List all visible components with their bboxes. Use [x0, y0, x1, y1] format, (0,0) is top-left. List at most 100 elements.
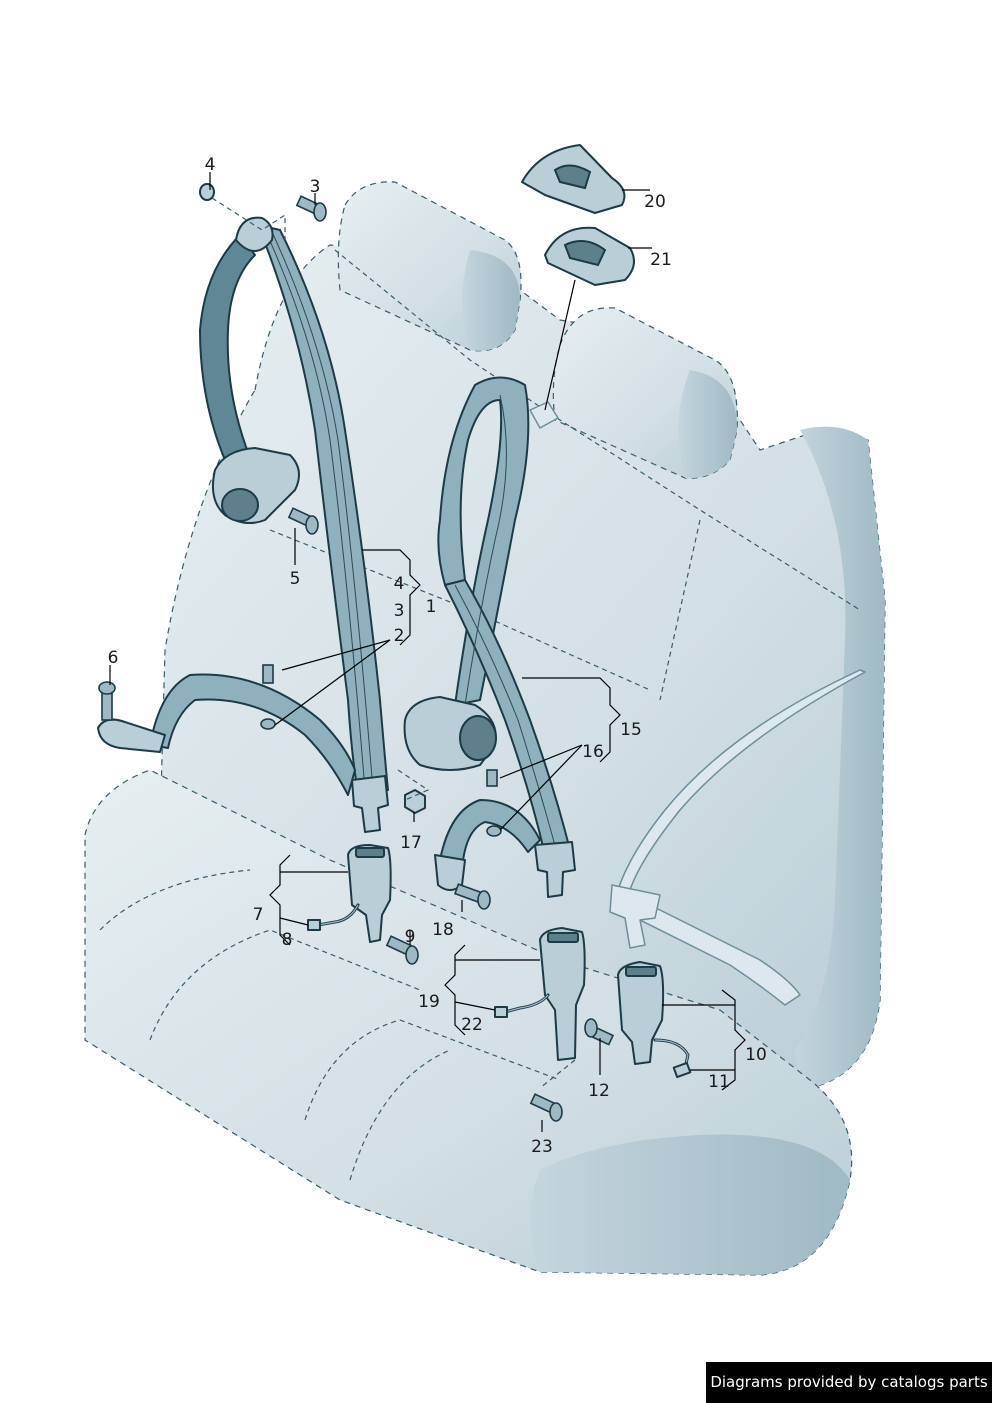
leader-22 — [454, 1001, 496, 1011]
plug-16a — [486, 769, 498, 787]
callout-18: 18 — [432, 920, 454, 940]
left-belt-axis — [211, 197, 286, 240]
callout-22: 22 — [461, 1015, 483, 1035]
left-belt-main-strap — [257, 224, 389, 793]
buckle-7-wire-core — [317, 904, 359, 926]
seam-1 — [334, 249, 861, 611]
seam-7 — [659, 519, 701, 701]
bolt-18 — [453, 883, 491, 910]
left-lap-strap — [149, 673, 356, 796]
buckle-21-body — [539, 927, 586, 1061]
watermark-text: Diagrams provided by catalogs parts — [710, 1373, 988, 1391]
left-belt-assembly — [199, 183, 389, 833]
callout-23: 23 — [531, 1137, 553, 1157]
callout-20: 21 — [650, 250, 672, 270]
bolt-23-head — [549, 1102, 563, 1122]
buckle-10-body — [617, 961, 665, 1065]
callout-5: 5 — [290, 569, 301, 589]
callout-4-group: 4 — [394, 574, 405, 594]
seat-cushion-front — [530, 1134, 850, 1275]
callout-labels: 4 3 20 21 5 4 3 1 2 6 15 16 17 7 18 9 8 … — [108, 155, 767, 1157]
leader-16a — [499, 744, 583, 779]
plug-2a — [262, 664, 274, 684]
callout-17: 17 — [400, 833, 422, 853]
middle-retractor-axis — [397, 769, 430, 801]
buckle-10-wire-core — [654, 1039, 689, 1069]
bolt-6-head — [98, 681, 116, 695]
buckle-21-connector — [494, 1006, 508, 1018]
seam-2 — [269, 529, 651, 691]
callout-3-top: 3 — [310, 177, 321, 197]
right-seat-belt — [609, 669, 866, 1006]
callout-2: 2 — [394, 626, 405, 646]
buckle-21-slot — [547, 932, 579, 943]
leader-16b — [499, 744, 583, 831]
guide-trim-base-20-detail — [563, 240, 607, 267]
bracket-1 — [362, 549, 421, 646]
buckle-21-wire-core — [504, 994, 549, 1013]
callout-19: 20 — [644, 192, 666, 212]
buckle-10-slot — [625, 966, 657, 977]
bolt-12 — [584, 1018, 615, 1046]
seat-right-bolster — [795, 426, 885, 1091]
left-lap-belt — [97, 664, 356, 796]
guide-mount-leader — [544, 279, 576, 411]
middle-lap-strap — [439, 799, 541, 871]
leader-2b — [274, 639, 391, 726]
washer-16b — [486, 825, 502, 837]
washer-4 — [199, 183, 215, 201]
callout-15: 15 — [620, 720, 642, 740]
middle-belt-assembly — [397, 376, 576, 910]
bolt-18-head — [477, 890, 491, 910]
bracket-10 — [721, 989, 746, 1091]
callout-10: 10 — [745, 1045, 767, 1065]
bolt-6 — [98, 681, 116, 721]
callout-8: 8 — [282, 930, 293, 950]
callout-11: 11 — [708, 1072, 730, 1092]
callout-3-group: 3 — [394, 601, 405, 621]
callout-12: 12 — [588, 1081, 610, 1101]
middle-retractor-spool — [459, 715, 497, 761]
headrest-left-side — [462, 250, 520, 351]
callout-6: 6 — [108, 648, 119, 668]
left-belt-guide-loop — [235, 216, 274, 252]
left-belt-rib-b — [271, 231, 374, 791]
bolt-3 — [295, 195, 327, 222]
right-belt-tongue — [609, 884, 661, 949]
leader-8 — [279, 917, 309, 926]
bolt-5-head — [305, 515, 319, 535]
left-retractor-spool — [221, 488, 259, 522]
middle-belt-tongue — [534, 841, 576, 898]
buckle-7-connector — [307, 919, 321, 931]
callout-9: 9 — [405, 927, 416, 947]
headrest-middle-side — [678, 370, 738, 479]
guide-trim-cover-19-slot — [553, 164, 592, 190]
guide-mount-point — [529, 401, 559, 429]
bolt-5 — [287, 507, 319, 535]
bracket-15 — [522, 677, 621, 763]
bracket-7 — [269, 854, 291, 946]
callout-21: 19 — [418, 992, 440, 1012]
leader-2a — [281, 639, 391, 671]
buckle-21-axis — [539, 1059, 576, 1089]
callout-7: 7 — [253, 905, 264, 925]
leader-lines — [109, 172, 746, 1132]
right-belt-strap — [614, 669, 866, 1006]
seam-3 — [99, 869, 251, 931]
bolt-9-head — [405, 945, 419, 965]
watermark-background — [706, 1362, 992, 1403]
buckle-middle-21 — [494, 927, 586, 1122]
left-belt-rib-a — [265, 231, 366, 791]
washer-2b — [260, 718, 276, 730]
callout-4-top: 4 — [205, 155, 216, 175]
bolt-23 — [529, 1093, 563, 1122]
belt-guide-trim — [521, 144, 635, 429]
buckle-right-10 — [584, 961, 692, 1079]
buckle-7-slot — [355, 847, 385, 858]
bolt-9 — [385, 935, 419, 965]
left-belt-tongue — [351, 775, 389, 833]
callout-1: 1 — [426, 597, 437, 617]
buckle-7-body — [347, 844, 392, 943]
left-lap-anchor-plate — [97, 718, 166, 753]
